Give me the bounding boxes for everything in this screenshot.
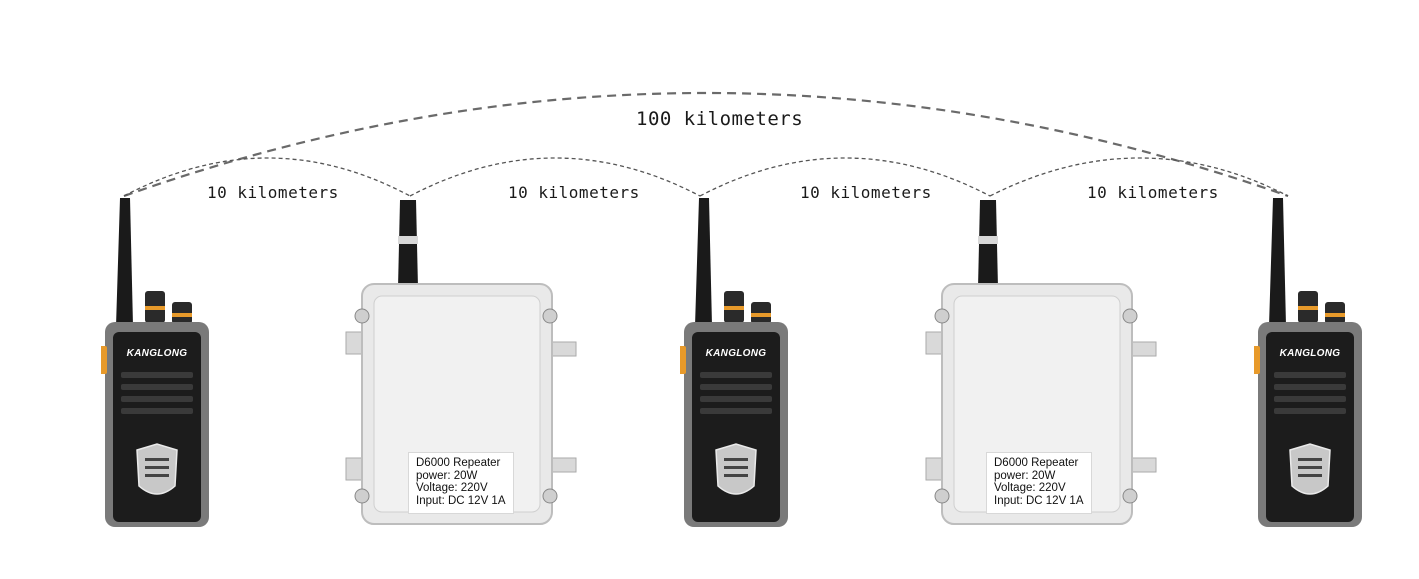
radio-brand-logo: KANGLONG bbox=[127, 348, 188, 359]
repeater-input: Input: DC 12V 1A bbox=[994, 494, 1084, 507]
hop-link-arc-2 bbox=[409, 157, 701, 197]
hop-distance-label-2: 10 kilometers bbox=[508, 183, 640, 202]
repeater-model: D6000 Repeater bbox=[994, 457, 1079, 469]
repeater-power: power: 20W bbox=[416, 469, 478, 482]
radio-brand-logo: KANGLONG bbox=[706, 348, 767, 359]
overall-distance-label: 100 kilometers bbox=[636, 108, 804, 130]
hop-distance-label-4: 10 kilometers bbox=[1087, 183, 1219, 202]
radio-brand-logo: KANGLONG bbox=[1280, 348, 1341, 359]
radio-device-3: KANGLONG bbox=[1254, 198, 1362, 527]
overall-link-arc bbox=[123, 91, 1289, 198]
radio-device-2: KANGLONG bbox=[680, 198, 788, 527]
repeater-input: Input: DC 12V 1A bbox=[416, 494, 506, 507]
repeater-power: power: 20W bbox=[994, 469, 1056, 482]
hop-distance-label-3: 10 kilometers bbox=[800, 183, 932, 202]
repeater-model: D6000 Repeater bbox=[416, 457, 501, 469]
hop-link-arc-4 bbox=[989, 157, 1289, 197]
hop-link-arc-3 bbox=[699, 157, 991, 197]
repeater-spec-card-2: D6000 Repeater power: 20W Voltage: 220V … bbox=[986, 452, 1092, 514]
hop-link-arc-1 bbox=[123, 157, 411, 197]
repeater-voltage: Voltage: 220V bbox=[416, 482, 488, 494]
repeater-voltage: Voltage: 220V bbox=[994, 482, 1066, 494]
hop-distance-label-1: 10 kilometers bbox=[207, 183, 339, 202]
radio-device-1: KANGLONG bbox=[101, 198, 209, 527]
repeater-spec-card-1: D6000 Repeater power: 20W Voltage: 220V … bbox=[408, 452, 514, 514]
